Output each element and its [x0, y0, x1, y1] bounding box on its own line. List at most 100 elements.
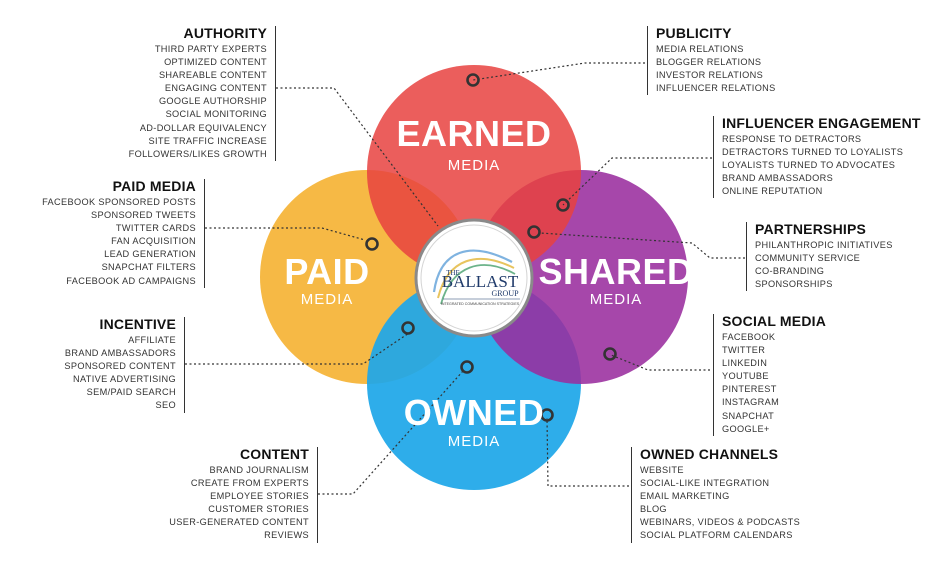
list-item: USER-GENERATED CONTENT — [169, 517, 309, 528]
list-item: TWITTER CARDS — [115, 223, 196, 234]
list-item: SEM/PAID SEARCH — [86, 387, 176, 398]
list-item: THIRD PARTY EXPERTS — [154, 44, 267, 54]
node-owned-channels — [540, 408, 554, 422]
list-item: AFFILIATE — [128, 335, 176, 345]
authority-title: AUTHORITY — [183, 25, 267, 41]
connector-incentive — [185, 330, 413, 365]
list-item: EMPLOYEE STORIES — [210, 491, 309, 502]
logo-ballast: BALLAST — [442, 272, 519, 291]
incentive-title: INCENTIVE — [99, 316, 176, 332]
list-item: INVESTOR RELATIONS — [656, 70, 764, 81]
list-item: FAN ACQUISITION — [111, 236, 196, 247]
node-paid-media — [365, 237, 379, 251]
earned-subtitle: MEDIA — [448, 157, 501, 174]
influencer-block: INFLUENCER ENGAGEMENT RESPONSE TO DETRAC… — [713, 115, 921, 199]
list-item: GOOGLE+ — [722, 423, 770, 434]
incentive-block: INCENTIVE AFFILIATE BRAND AMBASSADORS SP… — [64, 317, 185, 413]
list-item: CREATE FROM EXPERTS — [190, 478, 309, 489]
connector-influencer — [562, 157, 712, 206]
connector-owned-channels — [546, 417, 629, 487]
node-content — [460, 360, 474, 374]
list-item: SPONSORSHIPS — [755, 279, 833, 290]
social-media-title: SOCIAL MEDIA — [722, 313, 827, 329]
list-item: SOCIAL-LIKE INTEGRATION — [640, 478, 770, 489]
paid-media-list: FACEBOOK SPONSORED POSTS SPONSORED TWEET… — [42, 196, 196, 288]
list-item: RESPONSE TO DETRACTORS — [722, 134, 862, 144]
list-item: EMAIL MARKETING — [640, 491, 730, 502]
earned-circle — [367, 65, 581, 279]
list-item: BLOGGER RELATIONS — [656, 57, 762, 68]
connector-authority — [276, 87, 439, 227]
list-item: ENGAGING CONTENT — [164, 83, 267, 94]
list-item: FACEBOOK SPONSORED POSTS — [42, 197, 196, 207]
list-item: YOUTUBE — [722, 371, 769, 382]
owned-subtitle: MEDIA — [448, 433, 501, 450]
publicity-list: MEDIA RELATIONS BLOGGER RELATIONS INVEST… — [656, 43, 776, 95]
logo-tagline: INTEGRATED COMMUNICATION STRATEGIES — [441, 302, 520, 306]
owned-title: OWNED — [404, 392, 545, 433]
list-item: FACEBOOK — [722, 332, 776, 342]
list-item: BLOG — [640, 504, 667, 515]
list-item: FACEBOOK AD CAMPAIGNS — [66, 275, 196, 286]
list-item: SHAREABLE CONTENT — [158, 70, 267, 81]
list-item: PHILANTHROPIC INITIATIVES — [755, 240, 893, 250]
paid-subtitle: MEDIA — [301, 291, 354, 308]
list-item: CO-BRANDING — [755, 266, 825, 277]
social-media-block: SOCIAL MEDIA FACEBOOK TWITTER LINKEDIN Y… — [713, 314, 826, 436]
earned-title: EARNED — [396, 113, 551, 154]
list-item: SITE TRAFFIC INCREASE — [148, 135, 267, 146]
list-item: SPONSORED CONTENT — [64, 361, 176, 372]
partnerships-list: PHILANTHROPIC INITIATIVES COMMUNITY SERV… — [755, 239, 893, 291]
authority-block: AUTHORITY THIRD PARTY EXPERTS OPTIMIZED … — [129, 26, 276, 161]
publicity-block: PUBLICITY MEDIA RELATIONS BLOGGER RELATI… — [647, 25, 776, 96]
list-item: MEDIA RELATIONS — [656, 44, 744, 54]
connector-content — [318, 370, 464, 495]
list-item: LINKEDIN — [722, 358, 768, 369]
node-incentive — [401, 321, 415, 335]
list-item: SNAPCHAT FILTERS — [101, 262, 196, 273]
list-item: SPONSORED TWEETS — [91, 210, 196, 221]
list-item: WEBINARS, VIDEOS & PODCASTS — [640, 517, 801, 528]
list-item: TWITTER — [722, 345, 766, 356]
list-item: SNAPCHAT — [722, 410, 775, 421]
list-item: LEAD GENERATION — [104, 249, 196, 260]
social-media-list: FACEBOOK TWITTER LINKEDIN YOUTUBE PINTER… — [722, 331, 826, 436]
list-item: INSTAGRAM — [722, 397, 780, 408]
list-item: LOYALISTS TURNED TO ADVOCATES — [722, 160, 896, 171]
list-item: COMMUNITY SERVICE — [755, 253, 861, 264]
partnerships-block: PARTNERSHIPS PHILANTHROPIC INITIATIVES C… — [746, 222, 893, 292]
node-partnerships — [527, 225, 541, 239]
list-item: WEBSITE — [640, 465, 684, 475]
list-item: DETRACTORS TURNED TO LOYALISTS — [722, 147, 904, 158]
owned-channels-list: WEBSITE SOCIAL-LIKE INTEGRATION EMAIL MA… — [640, 464, 800, 543]
list-item: PINTEREST — [722, 384, 777, 395]
content-block: CONTENT BRAND JOURNALISM CREATE FROM EXP… — [169, 447, 318, 543]
list-item: NATIVE ADVERTISING — [73, 374, 176, 385]
list-item: SEO — [155, 400, 176, 411]
logo-group: GROUP — [491, 289, 519, 298]
owned-channels-block: OWNED CHANNELS WEBSITE SOCIAL-LIKE INTEG… — [631, 447, 800, 543]
logo-the: THE — [446, 269, 460, 277]
paid-media-block: PAID MEDIA FACEBOOK SPONSORED POSTS SPON… — [42, 179, 205, 288]
paid-media-title: PAID MEDIA — [112, 178, 196, 194]
influencer-list: RESPONSE TO DETRACTORS DETRACTORS TURNED… — [722, 133, 921, 198]
node-publicity — [466, 73, 480, 87]
list-item: BRAND JOURNALISM — [209, 465, 309, 475]
publicity-title: PUBLICITY — [656, 25, 732, 41]
node-social — [603, 347, 617, 361]
list-item: CUSTOMER STORIES — [208, 504, 309, 515]
list-item: OPTIMIZED CONTENT — [164, 57, 267, 68]
content-title: CONTENT — [239, 446, 309, 462]
list-item: FOLLOWERS/LIKES GROWTH — [128, 148, 267, 159]
list-item: SOCIAL MONITORING — [165, 109, 267, 120]
ballast-logo: THE BALLAST GROUP INTEGRATED COMMUNICATI… — [414, 218, 534, 338]
incentive-list: AFFILIATE BRAND AMBASSADORS SPONSORED CO… — [64, 334, 176, 413]
influencer-title: INFLUENCER ENGAGEMENT — [722, 115, 921, 131]
content-list: BRAND JOURNALISM CREATE FROM EXPERTS EMP… — [169, 464, 309, 543]
node-influencer — [556, 198, 570, 212]
shared-subtitle: MEDIA — [590, 291, 643, 308]
list-item: BRAND AMBASSADORS — [64, 348, 176, 359]
owned-channels-title: OWNED CHANNELS — [640, 446, 779, 462]
